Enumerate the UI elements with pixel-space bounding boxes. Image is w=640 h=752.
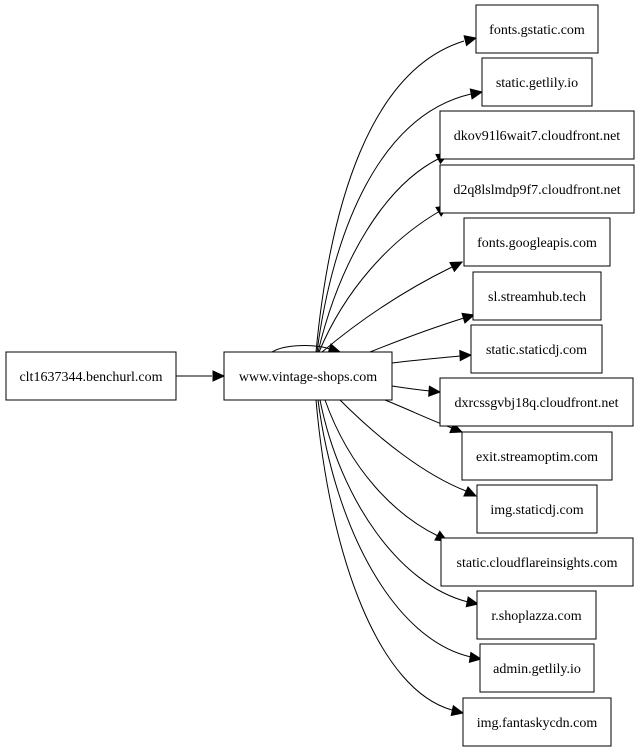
edge-hub-to-t7-arrowhead bbox=[428, 385, 442, 397]
edge-hub-to-t1-line bbox=[316, 93, 472, 353]
node-label: img.staticdj.com bbox=[490, 503, 583, 518]
edge-hub-to-t0-line bbox=[315, 40, 465, 353]
node-label: img.fantaskycdn.com bbox=[477, 716, 598, 731]
node-label: fonts.gstatic.com bbox=[489, 23, 585, 38]
node-box bbox=[461, 431, 613, 481]
edge-hub-to-t11-arrowhead bbox=[465, 596, 480, 608]
node-label: dkov91l6wait7.cloudfront.net bbox=[454, 129, 621, 144]
node-label: admin.getlily.io bbox=[493, 662, 581, 677]
node-label: clt1637344.benchurl.com bbox=[19, 370, 162, 385]
edge-hub-to-t13-arrowhead bbox=[450, 704, 465, 717]
node-box bbox=[476, 484, 598, 534]
node-box bbox=[470, 324, 603, 374]
node-t4: fonts.googleapis.com bbox=[463, 217, 611, 267]
edge-hub-to-t10 bbox=[324, 399, 449, 542]
node-box bbox=[440, 537, 634, 587]
edge-hub-to-t0-arrowhead bbox=[463, 35, 478, 47]
edge-hub-to-t9-arrowhead bbox=[463, 486, 478, 497]
node-box bbox=[5, 351, 177, 401]
edge-hub-to-t12-arrowhead bbox=[468, 651, 483, 664]
node-box bbox=[475, 4, 599, 54]
node-label: exit.streamoptim.com bbox=[476, 450, 598, 465]
edge-hub-self-loop-line bbox=[271, 345, 331, 353]
node-t5: sl.streamhub.tech bbox=[472, 271, 602, 321]
node-box bbox=[463, 217, 611, 267]
nodes-layer: clt1637344.benchurl.com www.vintage-shops… bbox=[5, 4, 635, 747]
node-t9: img.staticdj.com bbox=[476, 484, 598, 534]
edge-hub-to-t5-arrowhead bbox=[461, 312, 476, 324]
node-label: dxrcssgvbj18q.cloudfront.net bbox=[454, 396, 618, 411]
node-box bbox=[481, 57, 593, 107]
node-t3: d2q8lslmdp9f7.cloudfront.net bbox=[439, 164, 635, 214]
edge-hub-to-t6-line bbox=[391, 355, 461, 364]
node-t2: dkov91l6wait7.cloudfront.net bbox=[439, 110, 635, 160]
edge-hub-to-t1 bbox=[316, 88, 484, 353]
node-t11: r.shoplazza.com bbox=[476, 590, 597, 640]
edge-hub-to-t7-line bbox=[391, 385, 431, 392]
node-box bbox=[439, 164, 635, 214]
node-t7: dxrcssgvbj18q.cloudfront.net bbox=[439, 377, 634, 427]
node-label: fonts.googleapis.com bbox=[477, 236, 597, 251]
node-label: r.shoplazza.com bbox=[491, 609, 581, 624]
edge-hub-to-t6 bbox=[391, 349, 473, 364]
node-label: static.staticdj.com bbox=[486, 343, 587, 358]
edge-hub-to-t0 bbox=[315, 35, 478, 353]
edges-layer bbox=[176, 35, 484, 717]
edge-src-to-hub bbox=[176, 370, 226, 382]
node-hub: www.vintage-shops.com bbox=[223, 351, 393, 401]
node-src: clt1637344.benchurl.com bbox=[5, 351, 177, 401]
node-box bbox=[472, 271, 602, 321]
edge-src-to-hub-arrowhead bbox=[212, 370, 226, 382]
edge-hub-to-t5 bbox=[369, 312, 476, 353]
node-box bbox=[462, 697, 612, 747]
edge-hub-to-t1-arrowhead bbox=[469, 88, 484, 100]
node-label: static.getlily.io bbox=[496, 76, 578, 91]
node-t10: static.cloudflareinsights.com bbox=[440, 537, 634, 587]
edge-hub-to-t4 bbox=[321, 261, 464, 353]
node-box bbox=[479, 643, 595, 693]
edge-hub-to-t12 bbox=[317, 399, 483, 664]
edge-hub-to-t11 bbox=[319, 399, 480, 608]
node-label: d2q8lslmdp9f7.cloudfront.net bbox=[453, 183, 620, 198]
node-t12: admin.getlily.io bbox=[479, 643, 595, 693]
edge-hub-to-t10-line bbox=[324, 399, 439, 537]
node-label: www.vintage-shops.com bbox=[239, 370, 377, 385]
node-label: sl.streamhub.tech bbox=[488, 290, 586, 305]
edge-hub-to-t4-line bbox=[321, 266, 453, 353]
edge-hub-to-t3-line bbox=[318, 210, 441, 353]
node-t0: fonts.gstatic.com bbox=[475, 4, 599, 54]
edge-hub-to-t2-line bbox=[317, 157, 441, 353]
edge-hub-to-t5-line bbox=[369, 317, 465, 353]
edge-hub-to-t4-arrowhead bbox=[449, 261, 464, 273]
node-box bbox=[439, 110, 635, 160]
edge-hub-to-t13-line bbox=[315, 399, 453, 711]
edge-hub-to-t9-line bbox=[339, 399, 467, 492]
node-label: static.cloudflareinsights.com bbox=[457, 556, 618, 571]
edge-hub-to-t13 bbox=[315, 399, 465, 717]
node-t8: exit.streamoptim.com bbox=[461, 431, 613, 481]
node-t1: static.getlily.io bbox=[481, 57, 593, 107]
edge-hub-to-t7 bbox=[391, 385, 442, 397]
node-t13: img.fantaskycdn.com bbox=[462, 697, 612, 747]
edge-hub-to-t12-line bbox=[317, 399, 472, 658]
node-t6: static.staticdj.com bbox=[470, 324, 603, 374]
node-box bbox=[223, 351, 393, 401]
node-box bbox=[439, 377, 634, 427]
node-box bbox=[476, 590, 597, 640]
edge-hub-to-t6-arrowhead bbox=[459, 349, 473, 362]
edge-hub-to-t9 bbox=[339, 399, 478, 497]
edge-hub-to-t11-line bbox=[319, 399, 469, 603]
